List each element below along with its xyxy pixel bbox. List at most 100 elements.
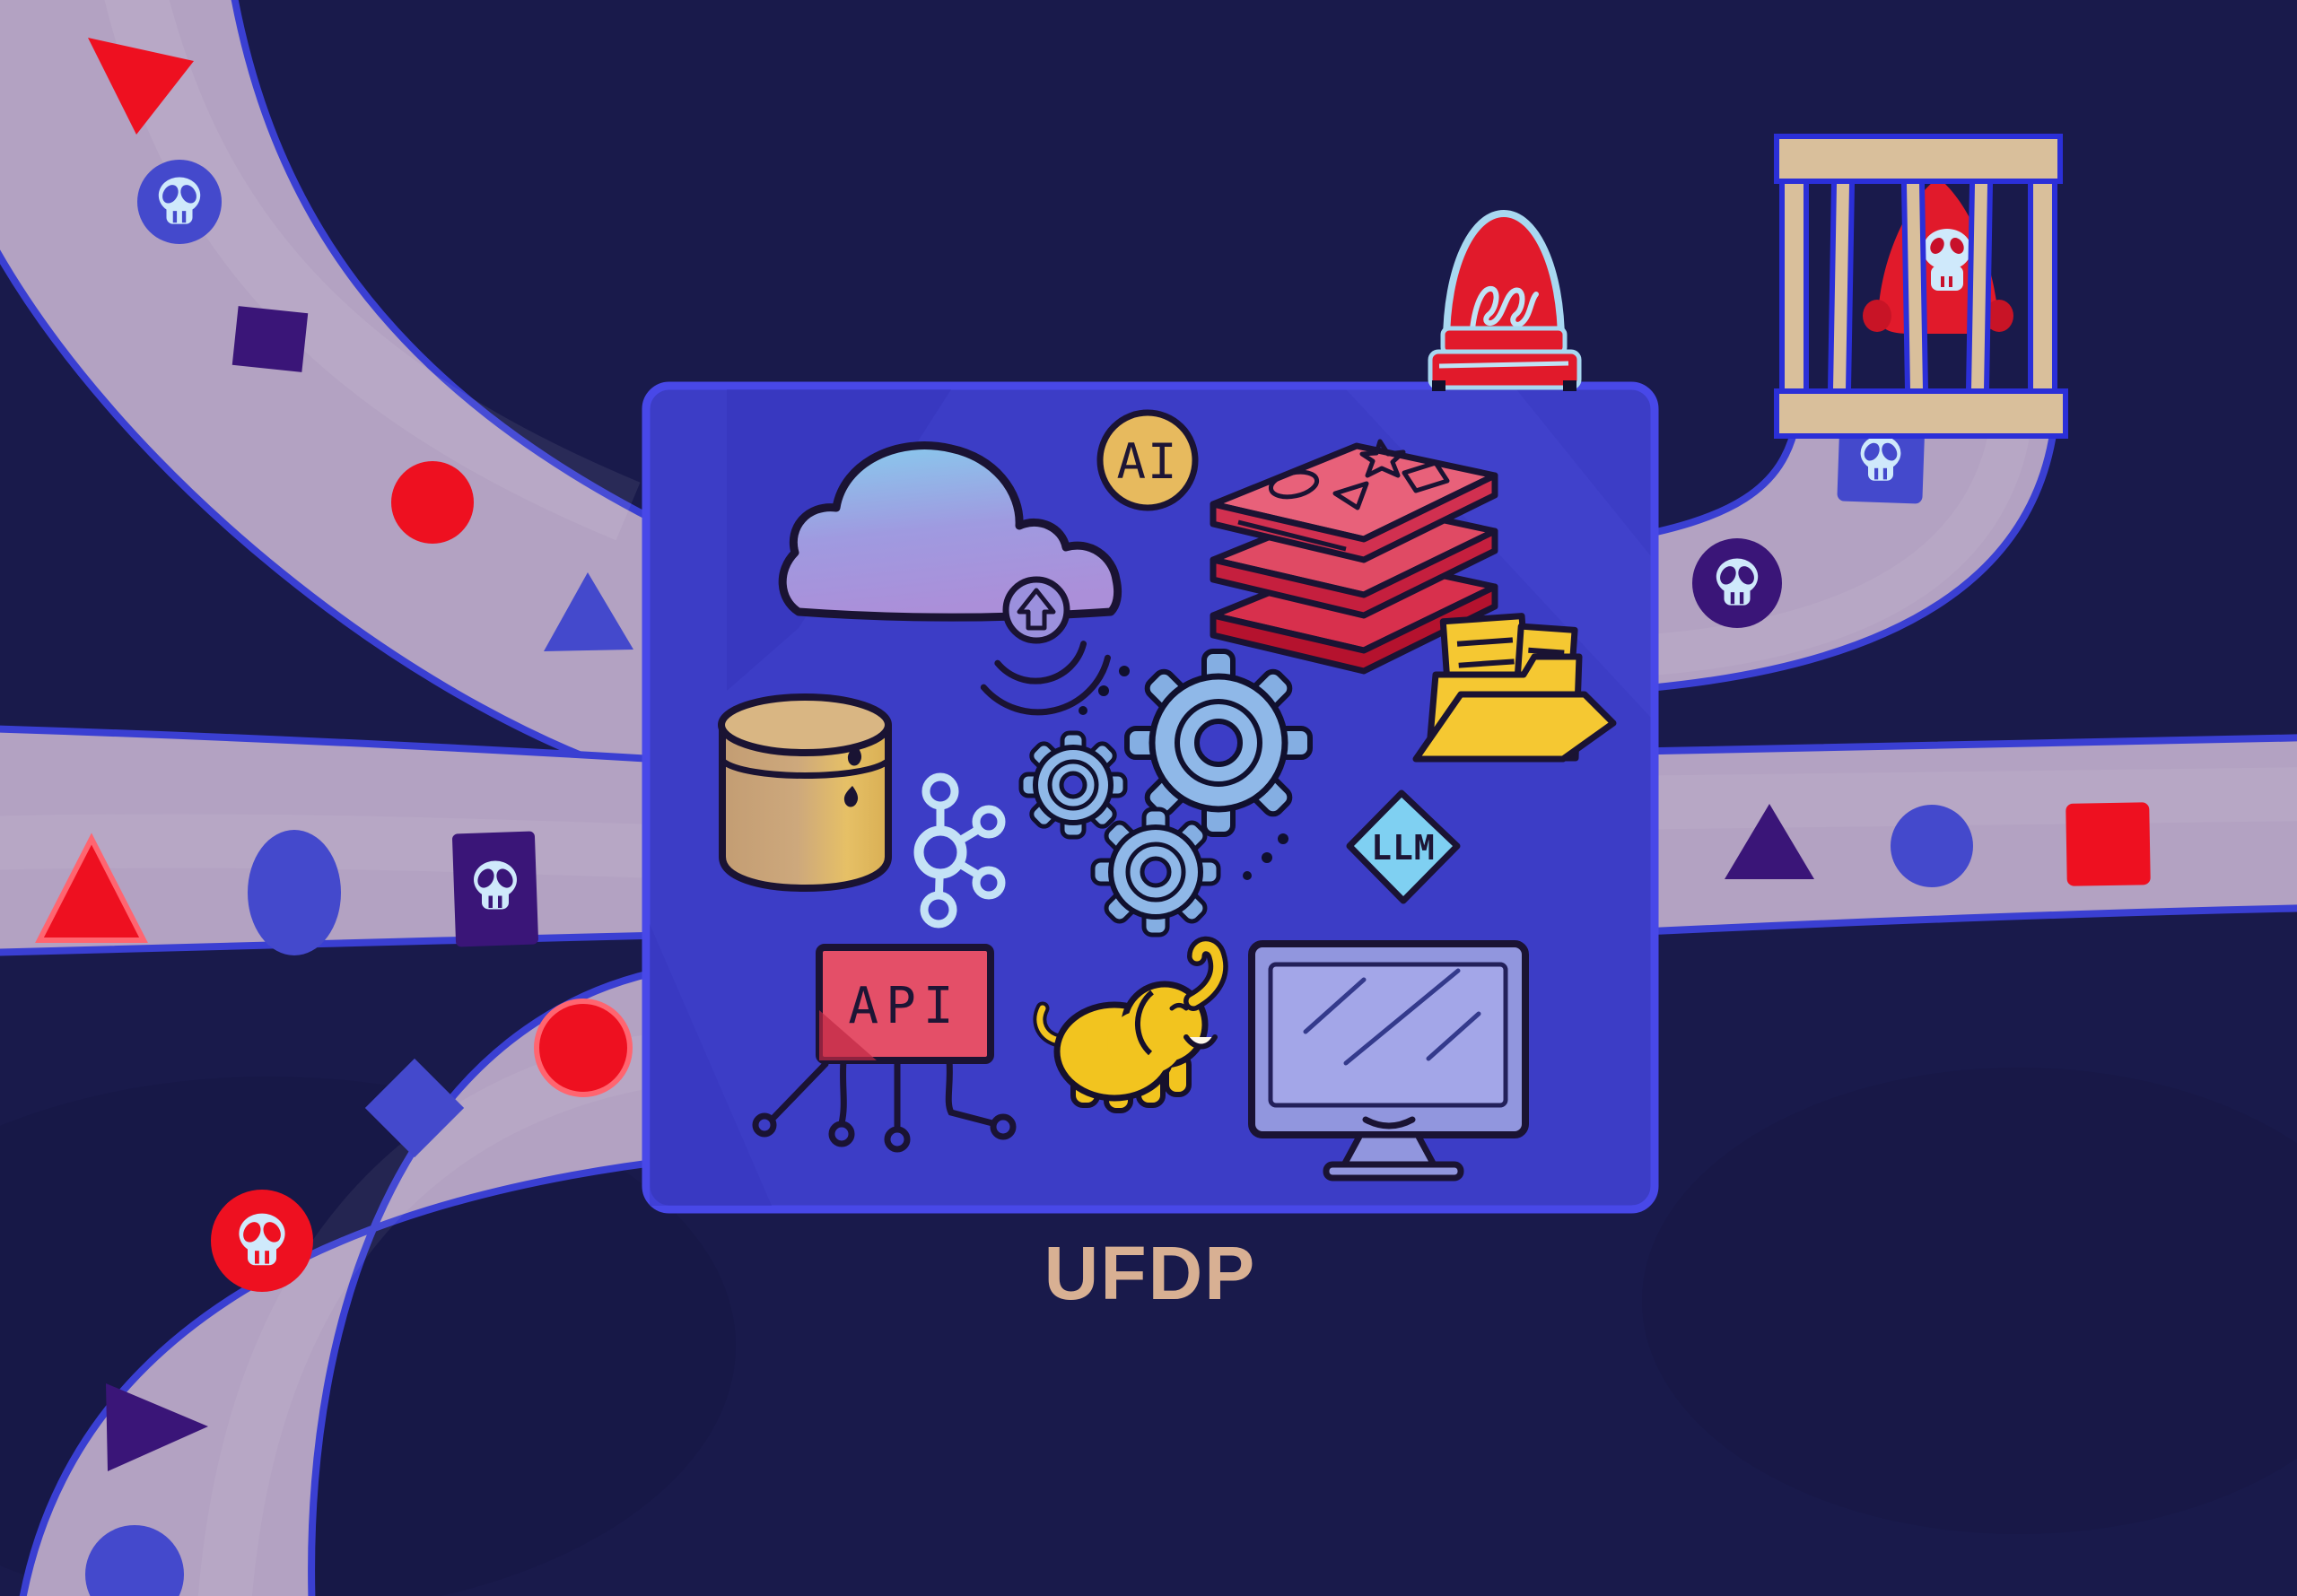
upload-badge xyxy=(1002,576,1070,644)
folder-flap xyxy=(1412,691,1617,763)
star-mark xyxy=(1359,439,1406,478)
road-streak xyxy=(0,814,683,879)
alarm-foot xyxy=(1432,380,1445,391)
redis-slab-side xyxy=(1210,583,1498,675)
cargo-bottom-left xyxy=(85,999,633,1596)
db-hole xyxy=(847,745,862,766)
alarm-base xyxy=(1428,349,1582,390)
gear-hole xyxy=(1140,856,1172,888)
skull-icon xyxy=(1923,229,1971,291)
cloud-upload-icon xyxy=(778,441,1122,716)
cargo-purple-square-skull xyxy=(452,831,538,947)
gear-large xyxy=(1124,649,1313,837)
cage-bar xyxy=(1900,172,1929,404)
cargo-blue-circle xyxy=(85,1525,184,1596)
cage-bars xyxy=(1774,134,2068,439)
folder-documents-icon xyxy=(1412,613,1617,763)
cage xyxy=(1774,134,2068,439)
background-shade xyxy=(1642,1068,2297,1534)
skull-icon xyxy=(1860,435,1901,481)
elephant-eye xyxy=(1169,1003,1189,1011)
db-top xyxy=(718,693,892,756)
api-signpost-icon: API xyxy=(752,944,1017,1153)
elephant-ear xyxy=(1135,990,1155,1056)
elephant-mouth xyxy=(1183,1034,1218,1050)
wave-arc xyxy=(980,654,1111,716)
api-legs xyxy=(752,1057,1017,1153)
llm-diamond-icon: LLM xyxy=(1346,789,1461,904)
prisoner-hood-fold xyxy=(1863,300,1891,332)
diamond xyxy=(1346,789,1461,904)
db-hole xyxy=(843,786,859,807)
alarm-base-line xyxy=(1438,361,1569,369)
cargo-red-circle xyxy=(534,999,633,1097)
box-shading xyxy=(650,924,772,1206)
kafka-node xyxy=(921,772,959,810)
gears-icon xyxy=(1018,649,1313,938)
cloud-shape xyxy=(778,441,1122,622)
api-label: API xyxy=(848,977,960,1035)
skull-icon xyxy=(158,177,201,224)
database-cylinder-icon xyxy=(718,693,892,893)
gear-small xyxy=(1018,730,1128,840)
monitor-logo xyxy=(1362,1116,1416,1129)
upload-waves xyxy=(980,641,1111,716)
api-board xyxy=(816,944,994,1064)
platform-title: UFDP xyxy=(1044,1231,1257,1315)
llm-label: LLM xyxy=(1371,828,1436,868)
wave-arc xyxy=(994,641,1087,685)
cargo-purple-circle-skull xyxy=(1692,538,1782,628)
gear-hole xyxy=(1059,771,1087,799)
road-streak xyxy=(1614,767,2297,830)
skull-icon xyxy=(474,860,517,910)
cargo-red-triangle xyxy=(35,833,148,943)
cargo-red-square xyxy=(2066,802,2151,886)
square-mark xyxy=(1402,460,1450,493)
gear-hole xyxy=(1194,719,1243,767)
gear-ring xyxy=(1125,842,1186,903)
cage-bar xyxy=(1965,172,1994,404)
ai-label: AI xyxy=(1116,433,1178,490)
hadoop-elephant-icon xyxy=(1033,936,1228,1113)
monitor-base xyxy=(1323,1161,1464,1182)
cargo-red-circle xyxy=(391,461,474,544)
alarm-filament xyxy=(1469,286,1539,342)
cargo-purple-triangle xyxy=(106,1383,208,1471)
cargo-top-left xyxy=(88,38,633,651)
db-divider xyxy=(720,758,891,779)
api-board-shade xyxy=(819,1010,877,1060)
cargo-red-triangle xyxy=(88,38,194,135)
cargo-blue-circle xyxy=(248,830,341,955)
kafka-network-icon xyxy=(913,772,1006,929)
cargo-purple-triangle xyxy=(1725,804,1814,879)
db-body xyxy=(719,725,892,893)
gear-ring xyxy=(1175,699,1262,787)
cargo-purple-square xyxy=(231,306,309,372)
prisoner-hood-fold xyxy=(1985,300,2013,332)
cargo-blue-triangle xyxy=(544,572,633,651)
screen-glare xyxy=(1303,968,1481,1066)
cage-beam-bottom xyxy=(1774,388,2068,439)
gear-ring xyxy=(1047,759,1099,811)
cargo-blue-diamond xyxy=(364,1058,465,1158)
redis-stack-icon xyxy=(1210,439,1498,675)
cargo-middle-left xyxy=(35,830,538,955)
skull-icon xyxy=(1716,558,1759,606)
cage-beam-top xyxy=(1774,134,2063,184)
skull-icon xyxy=(239,1213,285,1266)
cargo-blue-circle xyxy=(1891,805,1973,887)
dotted-trail xyxy=(1079,666,1288,880)
road-band xyxy=(19,963,686,1596)
monitor-icon xyxy=(1248,940,1529,1182)
kafka-node xyxy=(972,866,1006,900)
slab-line xyxy=(1237,519,1347,552)
alarm-beacon-icon xyxy=(1428,209,1582,391)
kafka-node xyxy=(920,891,957,929)
gear-bottom xyxy=(1090,807,1221,938)
kafka-node xyxy=(972,805,1006,839)
cargo-red-circle-skull xyxy=(211,1190,313,1292)
redis-slab-side xyxy=(1210,472,1498,563)
cargo-blue-circle-skull xyxy=(137,160,222,244)
